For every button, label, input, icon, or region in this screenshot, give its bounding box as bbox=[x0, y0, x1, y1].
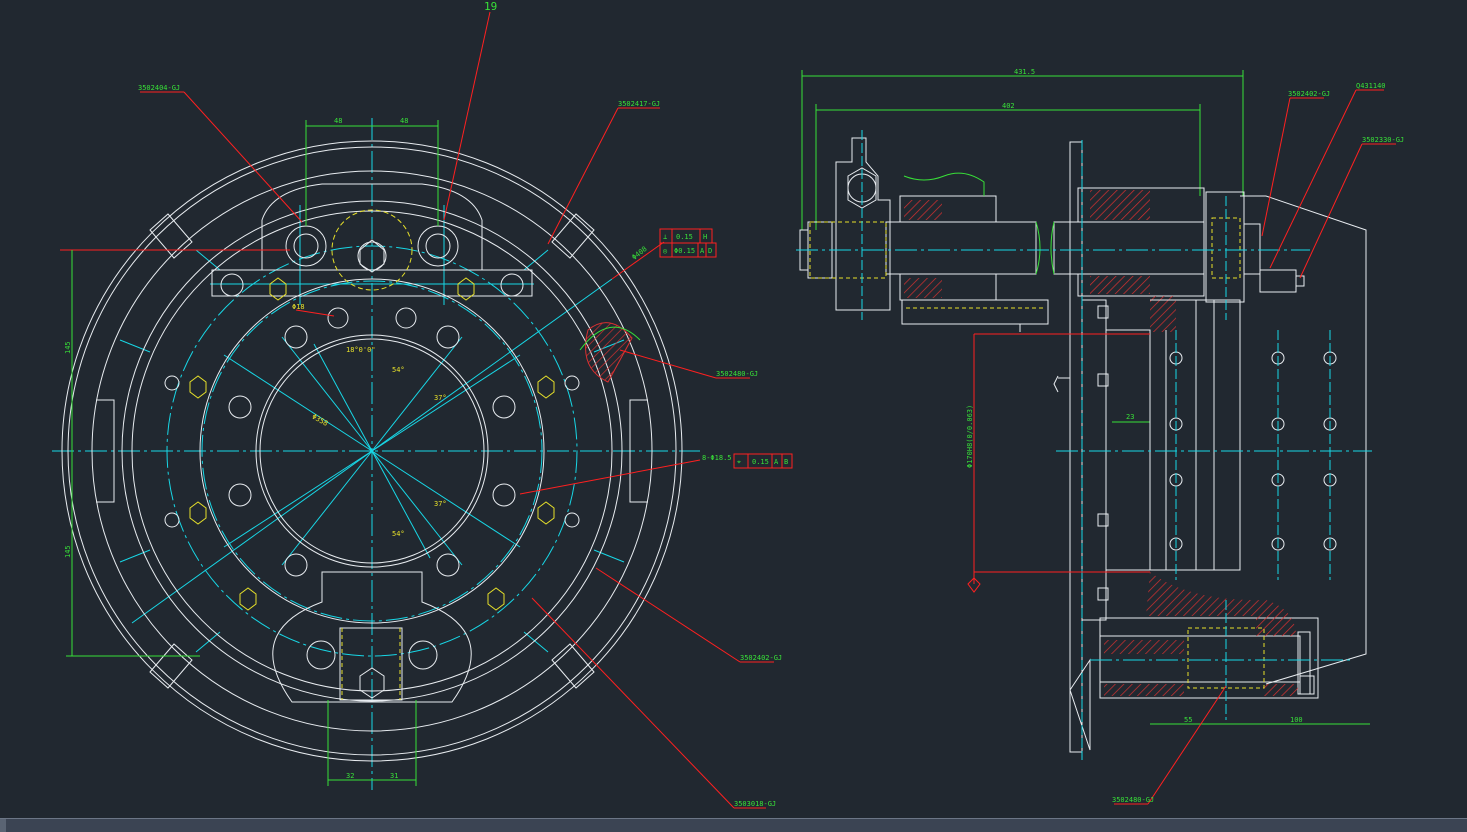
dim-angle-a: 54° bbox=[392, 366, 405, 374]
label-side-part-top2: Q431140 bbox=[1356, 82, 1386, 90]
front-view: 3502404-GJ 19 3502417-GJ 3502480-GJ 3502… bbox=[52, 0, 793, 809]
side-leaders bbox=[967, 89, 1396, 805]
tol-row3-val: 0.15 bbox=[752, 458, 769, 466]
front-outlines bbox=[61, 140, 683, 762]
dim-angle-b: 37° bbox=[434, 394, 447, 402]
side-view: 431.5 402 Φ170H8(0/0.063) 23 55 100 3502… bbox=[796, 68, 1404, 805]
dim-angle-d: 54° bbox=[392, 530, 405, 538]
dim-small: 23 bbox=[1126, 413, 1134, 421]
dim-bottom-right-side: 100 bbox=[1290, 716, 1303, 724]
label-side-part-top: 3502402-GJ bbox=[1288, 90, 1330, 98]
dim-angle-top: 18°0'0" bbox=[346, 346, 376, 354]
dim-left-upper: 145 bbox=[64, 341, 72, 354]
tolerance-frames bbox=[659, 228, 793, 469]
dim-left-lower: 145 bbox=[64, 545, 72, 558]
front-texts: 3502404-GJ 19 3502417-GJ 3502480-GJ 3502… bbox=[64, 0, 788, 808]
dim-bottom-right: 31 bbox=[390, 772, 398, 780]
dim-inner: 402 bbox=[1002, 102, 1015, 110]
side-hidden-lines bbox=[809, 217, 1241, 309]
dim-top-right: 48 bbox=[400, 117, 408, 125]
dim-bolt: 8-Φ18.5 bbox=[702, 454, 732, 462]
tol-row3-sym: ⌖ bbox=[737, 458, 741, 466]
label-side-part-bottom: 3502480-GJ bbox=[1112, 796, 1154, 804]
dim-hole-dia: Φ18 bbox=[292, 303, 305, 311]
status-bar bbox=[0, 818, 1467, 832]
tol-row1-val: 0.15 bbox=[676, 233, 693, 241]
tol-row2-val: Φ0.15 bbox=[674, 247, 695, 255]
dim-top-left: 48 bbox=[334, 117, 342, 125]
side-break-lines bbox=[903, 172, 1055, 275]
front-leaders bbox=[60, 11, 774, 809]
tol-row2-sym: ◎ bbox=[663, 247, 668, 255]
tol-row1-sym: ⊥ bbox=[663, 233, 667, 241]
side-hatching-top bbox=[904, 190, 1176, 332]
label-part-bottom: 3503018-GJ bbox=[734, 800, 776, 808]
side-bolts bbox=[1053, 305, 1337, 601]
tol-row1-ref: H bbox=[703, 233, 707, 241]
side-centerlines bbox=[796, 130, 1372, 760]
tol-row3-ref2: B bbox=[784, 458, 788, 466]
label-part-bottom-right: 3502402-GJ bbox=[740, 654, 782, 662]
front-dimension-lines bbox=[66, 120, 439, 786]
front-centerlines bbox=[52, 118, 700, 790]
dim-vertical: Φ170H8(0/0.063) bbox=[966, 405, 974, 468]
label-side-part-right: 3502330-GJ bbox=[1362, 136, 1404, 144]
label-part-right: 3502480-GJ bbox=[716, 370, 758, 378]
label-part-top-right: 3502417-GJ bbox=[618, 100, 660, 108]
dim-overall: 431.5 bbox=[1014, 68, 1035, 76]
dim-inner-dia: Φ358 bbox=[311, 413, 330, 428]
label-part-top-left: 3502404-GJ bbox=[138, 84, 180, 92]
side-texts: 431.5 402 Φ170H8(0/0.063) 23 55 100 3502… bbox=[966, 68, 1404, 804]
tol-row2-ref2: D bbox=[708, 247, 712, 255]
side-hatching-bottom bbox=[1104, 572, 1298, 696]
dim-angle-c: 37° bbox=[434, 500, 447, 508]
status-bar-grip[interactable] bbox=[0, 819, 6, 832]
front-section-detail bbox=[579, 322, 641, 383]
dim-bottom-left-side: 55 bbox=[1184, 716, 1192, 724]
label-item-19: 19 bbox=[484, 0, 497, 13]
tol-row3-ref: A bbox=[774, 458, 779, 466]
tol-row2-ref: A bbox=[700, 247, 705, 255]
dim-bottom-left: 32 bbox=[346, 772, 354, 780]
front-hidden-lines bbox=[189, 209, 555, 700]
side-dimension-lines bbox=[801, 70, 1370, 725]
